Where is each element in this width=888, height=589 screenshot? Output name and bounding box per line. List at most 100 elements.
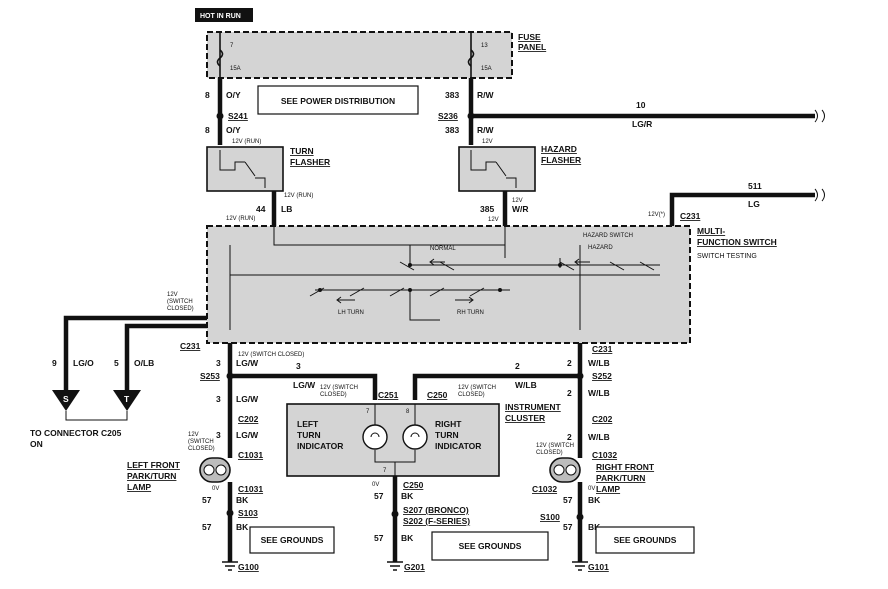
sw-closed-3a: 12V (SWITCH [320,385,358,391]
fuse-13-amp: 15A [481,66,492,72]
cluster-internal-wiring [374,404,416,476]
wire-7b-color: BK [401,491,414,501]
hazard-flasher-label-2: FLASHER [541,155,581,165]
right-lamp-label: RIGHT FRONT [596,462,655,472]
fuse-13-number: 13 [481,43,488,49]
cluster-0v: 0V [372,482,379,488]
wire-383b-num: 383 [445,125,459,135]
mfs-normal: NORMAL [430,246,456,252]
wire-383-num: 383 [445,90,459,100]
splice-s241: S241 [228,111,248,121]
pin-8-label: 8 [406,409,410,415]
to-connector-label: TO CONNECTOR C205 [30,428,122,438]
wire-2top-color: W/LB [515,380,537,390]
wire-511-lg [669,192,815,226]
mfs-contact-4 [408,288,412,292]
pin-7b-label: 7 [383,468,387,474]
right-turn-indicator-bulb [402,424,428,450]
mfs-rh-turn: RH TURN [457,310,484,316]
connector-s-pin [52,390,80,411]
wire-5-olb [124,323,207,390]
wire-383b-color: R/W [477,125,495,135]
wire-44-voltage-bottom: 12V (RUN) [226,216,255,222]
wire-3b-num: 3 [216,394,221,404]
mfs-contact-1 [408,263,412,267]
wire-3a-color: LG/W [236,358,259,368]
wire-9-num: 9 [52,358,57,368]
wire-2top-num: 2 [515,361,520,371]
right-front-lamp [549,457,581,483]
hazard-flasher-internals [470,150,517,188]
fuse-7-amp: 15A [230,66,241,72]
mfs-contact-2 [558,263,562,267]
wire-8-color: O/Y [226,90,241,100]
mfs-switch-contacts [309,261,655,297]
cluster-label: INSTRUMENT [505,402,562,412]
splice-s100-dot [576,513,584,521]
mfs-testing: SWITCH TESTING [697,253,757,260]
connector-c1031-a: C1031 [238,450,263,460]
left-indicator-label: LEFT [297,419,319,429]
ground-g101-symbol [572,561,588,571]
ground-g201: G201 [404,562,425,572]
connector-c250: C250 [427,390,448,400]
mfs-arrows [336,258,590,304]
grounds-left-label: SEE GROUNDS [261,535,324,545]
sw-closed-2: 12V (SWITCH CLOSED) [238,352,304,358]
fuse-panel-box [206,31,513,79]
wire-511-voltage: 12V(*) [648,212,665,218]
wire-2-wlb-to-cluster [412,373,580,400]
mfs-label: MULTI- [697,226,725,236]
ground-g100: G100 [238,562,259,572]
wire-2a-num: 2 [567,358,572,368]
wire-10-break [814,109,825,123]
mfs-contact-3 [318,288,322,292]
connector-c231-left: C231 [180,341,201,351]
fuse-panel-title-2: PANEL [518,42,546,52]
sw-closed-4a: 12V (SWITCH [458,385,496,391]
left-indicator-label-3: INDICATOR [297,441,343,451]
connector-c202-left: C202 [238,414,259,424]
wire-57a-num: 57 [202,495,212,505]
hazard-flasher-box [458,146,536,192]
ground-g101: G101 [588,562,609,572]
wire-385-color: W/R [512,204,529,214]
wire-57c-num: 57 [374,533,384,543]
turn-flasher-label: TURN [290,146,314,156]
ground-g201-symbol [387,561,403,571]
mfs-label-2: FUNCTION SWITCH [697,237,777,247]
hot-in-run-badge [195,8,253,22]
connector-t-label: T [124,394,130,404]
left-lamp-label-2: PARK/TURN [127,471,176,481]
wire-3c-color: LG/W [236,430,259,440]
wire-44-num: 44 [256,204,266,214]
right-lamp-0v: 0V [588,486,595,492]
wire-3top-num: 3 [296,361,301,371]
grounds-right-box [595,526,695,554]
wire-8b-color: O/Y [226,125,241,135]
wire-385-voltage: 12V [512,198,523,204]
fuse-panel-title: FUSE [518,32,541,42]
wire-385-voltage-2: 12V [488,217,499,223]
hazard-flasher-label: HAZARD [541,144,577,154]
wire-5-color: O/LB [134,358,154,368]
wire-385-num: 385 [480,204,494,214]
right-indicator-label-3: INDICATOR [435,441,481,451]
connector-c1031-b: C1031 [238,484,263,494]
connector-c251: C251 [378,390,399,400]
wire-57b-color: BK [236,522,249,532]
wire-3-lgw-to-cluster [230,373,378,400]
splice-s252: S252 [592,371,612,381]
right-lamp-label-3: LAMP [596,484,620,494]
wire-2c-color: W/LB [588,432,610,442]
sw-closed-5c: CLOSED) [188,446,215,452]
sw-closed-1b: (SWITCH [167,299,193,305]
hazard-flasher-voltage: 12V [482,139,493,145]
wire-57e-color: BK [588,522,601,532]
sw-closed-5b: (SWITCH [188,439,214,445]
wire-3c-num: 3 [216,430,221,440]
right-indicator-label: RIGHT [435,419,462,429]
turn-flasher-internals [219,150,266,188]
wire-511-num: 511 [748,181,762,191]
